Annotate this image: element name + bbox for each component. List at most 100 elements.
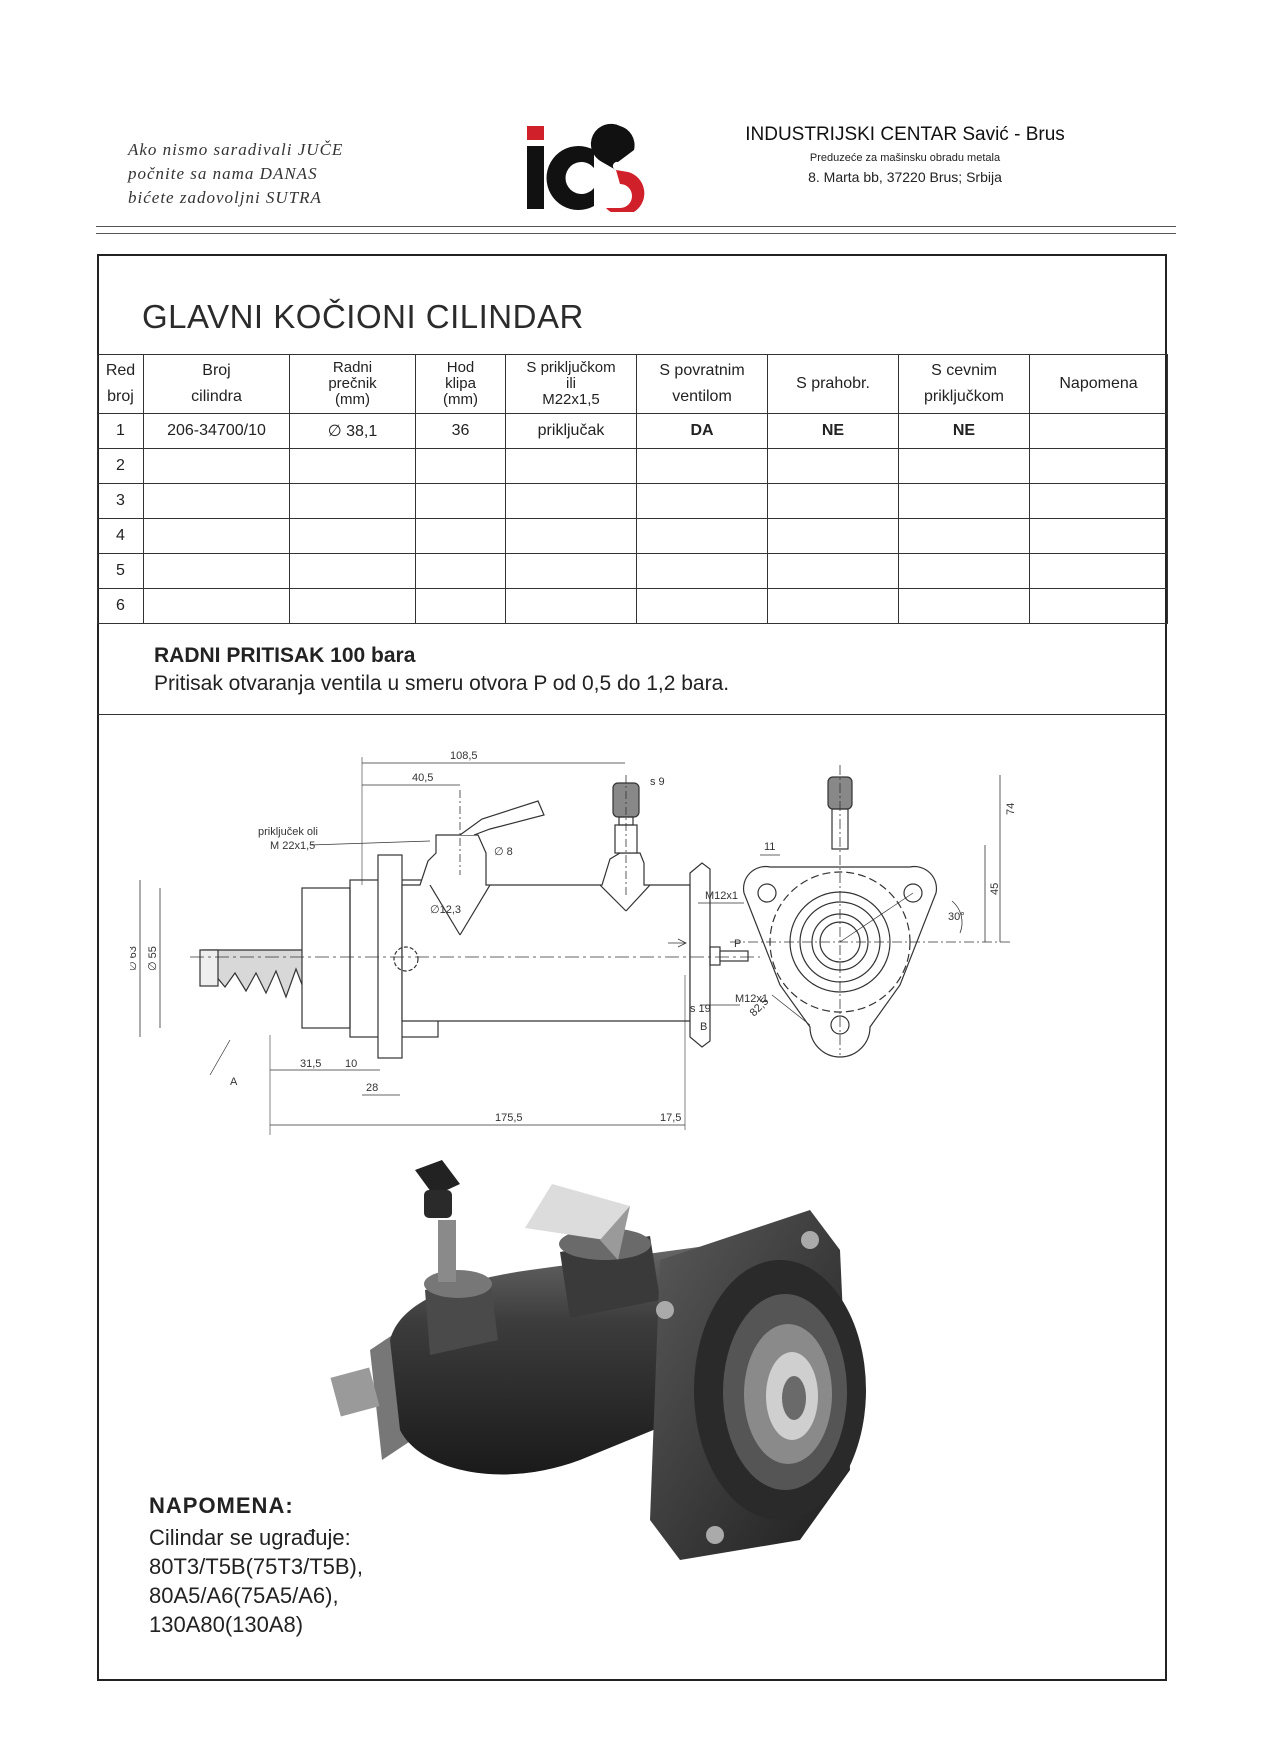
dim-label: ∅ 63 — [130, 946, 139, 971]
dim-label: ∅12,3 — [430, 904, 461, 916]
table-cell: 1 — [97, 413, 144, 449]
table-cell — [143, 518, 290, 554]
table-cell — [143, 483, 290, 519]
table-cell: 4 — [97, 518, 144, 554]
note: NAPOMENA: Cilindar se ugrađuje: 80T3/T5B… — [149, 1493, 549, 1639]
dim-label: M 22x1,5 — [270, 840, 315, 852]
table-cell — [505, 588, 637, 624]
header-divider — [96, 226, 1176, 227]
column-header: S prahobr. — [767, 354, 899, 414]
company-subtitle: Preduzeće za mašinsku obradu metala — [809, 152, 1001, 164]
table-cell — [143, 588, 290, 624]
dim-label: P — [734, 938, 741, 950]
table-row: 4 — [97, 518, 1168, 554]
table-row: 6 — [97, 588, 1168, 624]
slogan: Ako nismo saradivali JUČE počnite sa nam… — [128, 138, 448, 210]
table-cell: DA — [636, 413, 768, 449]
dim-label: s 19 — [690, 1003, 711, 1015]
table-cell — [415, 518, 506, 554]
table-cell: priključak — [505, 413, 637, 449]
table-cell — [143, 448, 290, 484]
table-cell — [289, 553, 416, 589]
dim-label: B — [700, 1021, 707, 1033]
table-cell — [636, 448, 768, 484]
table-cell — [289, 448, 416, 484]
table-cell — [898, 448, 1030, 484]
company-name: INDUSTRIJSKI CENTAR Savić - Brus — [745, 124, 1065, 145]
table-cell — [767, 448, 899, 484]
slogan-line: bićete zadovoljni SUTRA — [128, 188, 322, 207]
table-cell — [415, 553, 506, 589]
table-cell: 206-34700/10 — [143, 413, 290, 449]
table-cell: ∅ 38,1 — [289, 413, 416, 449]
table-cell: 2 — [97, 448, 144, 484]
dim-label: ∅ 8 — [494, 846, 513, 858]
table-cell — [898, 483, 1030, 519]
dim-label: 10 — [345, 1058, 357, 1070]
dim-label: 28 — [366, 1082, 378, 1094]
table-row: 5 — [97, 553, 1168, 589]
table-cell — [636, 553, 768, 589]
dim-label: priključek oli — [258, 826, 318, 838]
table-cell — [898, 553, 1030, 589]
table-cell — [415, 448, 506, 484]
table-row: 3 — [97, 483, 1168, 519]
dim-label: 40,5 — [412, 772, 433, 784]
document-frame — [97, 254, 1167, 1681]
dim-label: 11 — [764, 841, 775, 853]
product-photo — [330, 1160, 866, 1560]
dim-label: M12x1 — [705, 890, 738, 902]
dim-label: 31,5 — [300, 1058, 321, 1070]
table-cell: NE — [767, 413, 899, 449]
table-cell — [767, 588, 899, 624]
dim-label: 17,5 — [660, 1112, 681, 1124]
slogan-line: počnite sa nama DANAS — [128, 164, 318, 183]
company-logo: ics — [527, 123, 645, 212]
table-cell — [767, 518, 899, 554]
company-info: INDUSTRIJSKI CENTAR Savić - Brus Preduze… — [725, 124, 1085, 185]
header-divider — [96, 233, 1176, 234]
table-cell — [767, 483, 899, 519]
dim-label: 45 — [989, 883, 1001, 895]
table-cell: 6 — [97, 588, 144, 624]
note-line: 130A80(130A8) — [149, 1612, 304, 1637]
table-cell — [505, 518, 637, 554]
table-cell — [636, 518, 768, 554]
table-cell — [143, 553, 290, 589]
dim-label: 30° — [948, 911, 965, 923]
table-cell — [289, 518, 416, 554]
table-cell — [1029, 588, 1168, 624]
dim-label: s 9 — [650, 776, 665, 788]
company-address: 8. Marta bb, 37220 Brus; Srbija — [808, 169, 1002, 185]
table-cell — [289, 483, 416, 519]
note-line: 80A5/A6(75A5/A6), — [149, 1583, 339, 1608]
pressure-text: Pritisak otvaranja ventila u smeru otvor… — [154, 672, 730, 695]
slogan-line: Ako nismo saradivali JUČE — [128, 140, 344, 159]
note-line: Cilindar se ugrađuje: — [149, 1525, 351, 1550]
dim-label: A — [230, 1076, 238, 1088]
table-cell — [898, 588, 1030, 624]
table-cell — [898, 518, 1030, 554]
pressure-title: RADNI PRITISAK 100 bara — [154, 644, 416, 667]
table-cell — [415, 588, 506, 624]
table-row: 1 206-34700/10 ∅ 38,1 36 priključak DA N… — [97, 413, 1168, 449]
table-cell — [1029, 413, 1168, 449]
table-cell — [636, 483, 768, 519]
dim-label: 175,5 — [495, 1112, 523, 1124]
table-cell — [289, 588, 416, 624]
dim-label: ∅ 55 — [147, 946, 159, 971]
table-cell: 5 — [97, 553, 144, 589]
table-cell: 3 — [97, 483, 144, 519]
note-title: NAPOMENA: — [149, 1493, 294, 1518]
table-cell: 36 — [415, 413, 506, 449]
table-cell: NE — [898, 413, 1030, 449]
table-cell — [505, 448, 637, 484]
table-cell — [1029, 448, 1168, 484]
table-cell — [1029, 553, 1168, 589]
table-cell — [636, 588, 768, 624]
